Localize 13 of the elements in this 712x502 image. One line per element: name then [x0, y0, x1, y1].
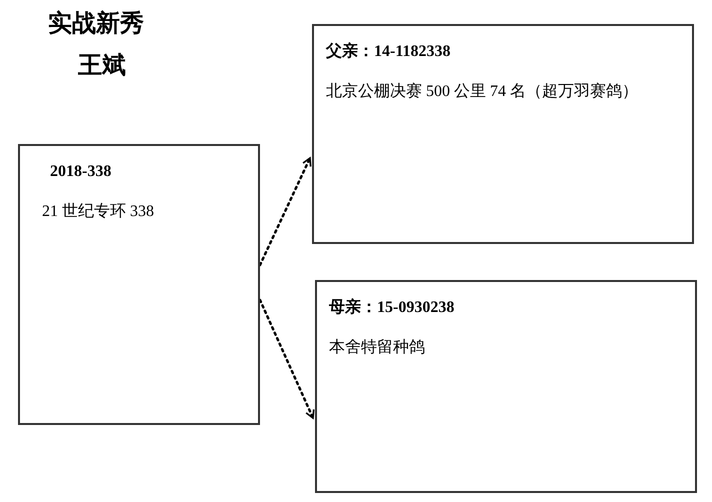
box-heading: 父亲：14-1182338 [326, 41, 452, 62]
box-heading: 2018-338 [49, 162, 112, 182]
name-label: 王斌 [78, 52, 126, 81]
dotted-arrow [258, 298, 315, 420]
info-box [312, 24, 694, 244]
title: 实战新秀 [48, 9, 144, 39]
box-text: 本舍特留种鸽 [329, 338, 426, 358]
dotted-arrow [258, 156, 312, 266]
info-box [18, 144, 260, 425]
box-heading: 母亲：15-0930238 [329, 297, 456, 318]
box-text: 21 世纪专环 338 [42, 202, 155, 222]
box-text: 北京公棚决赛 500 公里 74 名（超万羽赛鸽） [326, 82, 639, 102]
info-box [315, 280, 697, 493]
